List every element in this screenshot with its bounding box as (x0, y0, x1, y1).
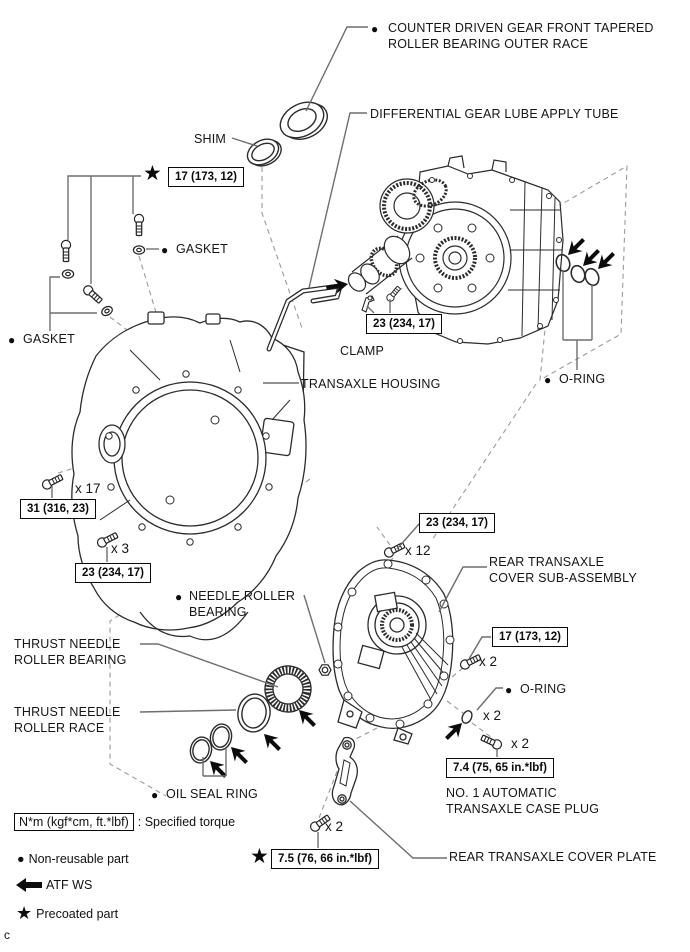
label-diff-lube-tube: DIFFERENTIAL GEAR LUBE APPLY TUBE (370, 107, 619, 121)
non-reusable-bullet-icon: ● (161, 243, 169, 257)
label-counter-driven-race-2: ROLLER BEARING OUTER RACE (388, 37, 589, 51)
qty-housing-bolts-small: x 3 (111, 541, 130, 556)
non-reusable-bullet-icon: ● (544, 373, 552, 387)
fasteners-art (40, 213, 504, 834)
torque-spec-housing-23: 23 (234, 17) (75, 563, 152, 583)
qty-plug: x 2 (511, 736, 530, 751)
torque-spec-housing-31: 31 (316, 23) (20, 499, 97, 519)
nut-art (318, 664, 332, 676)
non-reusable-bullet-icon: ● (8, 333, 16, 347)
precoated-star-icon: ★ (250, 845, 269, 868)
transaxle-housing-art (71, 311, 307, 641)
rear-cover-art (332, 559, 455, 745)
needle-bearing-art (189, 665, 312, 764)
page-footer-marker: c (4, 928, 10, 942)
label-case-plug-1: NO. 1 AUTOMATIC (446, 786, 557, 800)
label-thrust-race-2: ROLLER RACE (14, 721, 105, 735)
torque-spec-clamp-23: 23 (234, 17) (366, 314, 443, 334)
label-rear-cover-2: COVER SUB-ASSEMBLY (489, 571, 637, 585)
label-thrust-race-1: THRUST NEEDLE (14, 705, 121, 719)
legend-non-reusable: ● Non-reusable part (17, 852, 129, 866)
label-oring-mid: O-RING (520, 682, 567, 696)
lube-tube-art (266, 283, 343, 352)
non-reusable-bullet-icon: ● (151, 788, 159, 802)
label-needle-roller-1: NEEDLE ROLLER (189, 589, 296, 603)
legend-precoated: ★ Precoated part (16, 903, 118, 924)
oring-art (461, 253, 600, 724)
label-rear-cover-1: REAR TRANSAXLE (489, 555, 605, 569)
legend-torque-desc: : Specified torque (137, 815, 236, 829)
label-shim: SHIM (194, 132, 227, 146)
qty-cover-bolts-17: x 2 (479, 654, 498, 669)
label-gasket-top: GASKET (176, 242, 228, 256)
precoated-star-icon: ★ (16, 903, 33, 923)
non-reusable-bullet-icon: ● (175, 590, 183, 604)
non-reusable-bullet-icon: ● (505, 683, 513, 697)
label-case-plug-2: TRANSAXLE CASE PLUG (446, 802, 600, 816)
label-oil-seal-ring: OIL SEAL RING (166, 787, 258, 801)
legend-non-reusable-text: Non-reusable part (28, 852, 129, 866)
label-thrust-bearing-2: ROLLER BEARING (14, 653, 127, 667)
shim-art (246, 138, 282, 167)
qty-housing-bolts: x 17 (75, 481, 101, 496)
torque-spec-precoated-17: 17 (173, 12) (168, 167, 245, 187)
legend-torque-unit-box: N*m (kgf*cm, ft.*lbf) (14, 813, 134, 831)
label-thrust-bearing-1: THRUST NEEDLE (14, 637, 121, 651)
label-oring-right: O-RING (559, 372, 606, 386)
label-cover-plate: REAR TRANSAXLE COVER PLATE (449, 850, 657, 864)
torque-spec-plug-74: 7.4 (75, 65 in.*lbf) (446, 758, 554, 778)
legend-atf-text: ATF WS (46, 878, 93, 892)
qty-oring: x 2 (483, 708, 502, 723)
qty-cover-bolts: x 12 (405, 543, 431, 558)
precoated-star-icon: ★ (143, 162, 162, 185)
torque-spec-plate-75: 7.5 (76, 66 in.*lbf) (271, 849, 379, 869)
atf-left-arrow-icon (16, 878, 42, 892)
leader-lines (49, 26, 593, 859)
legend-torque: N*m (kgf*cm, ft.*lbf) : Specified torque (14, 813, 235, 831)
label-needle-roller-2: BEARING (189, 605, 247, 619)
qty-plate-bolt: x 2 (325, 819, 344, 834)
label-transaxle-housing: TRANSAXLE HOUSING (301, 377, 441, 391)
differential-assembly-art (347, 155, 564, 345)
clamp-art (361, 295, 375, 313)
legend-precoated-text: Precoated part (36, 906, 119, 921)
non-reusable-bullet-icon: ● (17, 852, 25, 866)
label-clamp: CLAMP (340, 344, 385, 358)
legend-atf: ATF WS (16, 878, 92, 892)
torque-spec-cover-17: 17 (173, 12) (492, 627, 569, 647)
label-counter-driven-race-1: COUNTER DRIVEN GEAR FRONT TAPERED (388, 21, 654, 35)
bearing-race-art (279, 101, 328, 140)
cover-plate-art (331, 736, 358, 806)
torque-spec-cover-23: 23 (234, 17) (419, 513, 496, 533)
non-reusable-bullet-icon: ● (371, 22, 379, 36)
label-gasket-left: GASKET (23, 332, 75, 346)
